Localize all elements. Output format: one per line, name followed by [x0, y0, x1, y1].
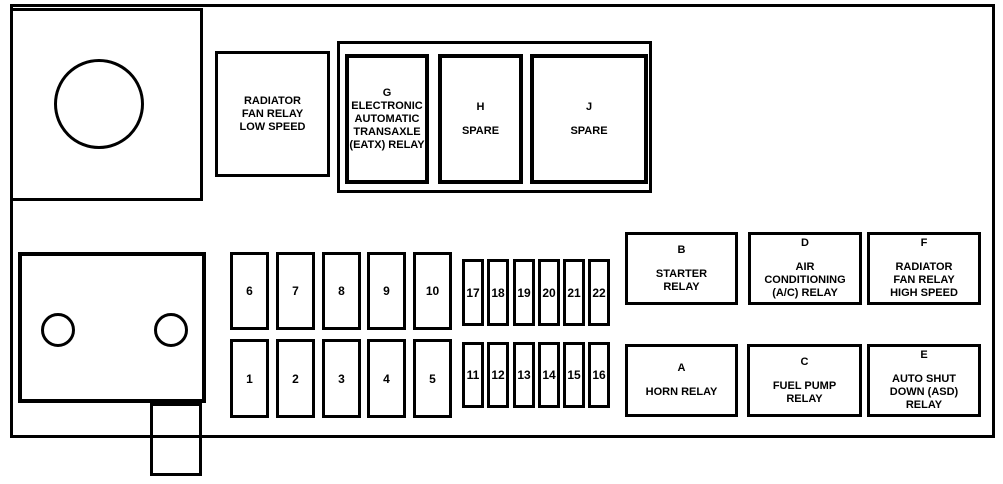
fuse-10-label: 10 [425, 284, 440, 298]
fuse-6: 6 [230, 252, 269, 330]
radiator-fan-relay-low-box: RADIATOR FAN RELAY LOW SPEED [215, 51, 330, 177]
fuse-16: 16 [588, 342, 610, 408]
relay-e-name: AUTO SHUT DOWN (ASD) RELAY [889, 373, 959, 411]
fuse-11: 11 [462, 342, 484, 408]
eatx-relay-group: G ELECTRONIC AUTOMATIC TRANSAXLE (EATX) … [337, 41, 652, 193]
fuse-12: 12 [487, 342, 509, 408]
fuse-13-label: 13 [517, 368, 531, 382]
relay-h-letter: H [476, 100, 485, 113]
fuse-14: 14 [538, 342, 560, 408]
relay-j-letter: J [585, 100, 593, 113]
relay-g-letter: G [382, 86, 392, 99]
hole-circle-left-icon [41, 313, 75, 347]
relay-a-name: HORN RELAY [645, 386, 718, 398]
relay-e-auto-shut-down-box: E AUTO SHUT DOWN (ASD) RELAY [867, 344, 981, 417]
relay-c-letter: C [800, 355, 809, 368]
fuse-22-label: 22 [592, 285, 606, 300]
fuse-18: 18 [487, 259, 509, 326]
fuse-12-label: 12 [491, 368, 505, 382]
relay-b-letter: B [677, 243, 686, 256]
bottom-tab [150, 403, 202, 476]
fuse-21-label: 21 [567, 285, 581, 300]
fuse-4-label: 4 [383, 371, 390, 386]
fuse-16-label: 16 [592, 368, 606, 382]
relay-f-name: RADIATOR FAN RELAY HIGH SPEED [890, 261, 958, 299]
relay-e-letter: E [920, 349, 928, 361]
relay-h-spare-box: H SPARE [438, 54, 523, 184]
fuse-1: 1 [230, 339, 269, 418]
relay-d-letter: D [801, 237, 809, 249]
fuse-3-label: 3 [338, 371, 345, 386]
fuse-13: 13 [513, 342, 535, 408]
relay-f-radiator-fan-high-box: F RADIATOR FAN RELAY HIGH SPEED [867, 232, 981, 305]
relay-a-letter: A [677, 362, 686, 374]
fuse-20-label: 20 [542, 285, 556, 300]
fuse-4: 4 [367, 339, 406, 418]
fuse-17: 17 [462, 259, 484, 326]
relay-g-eatx-box: G ELECTRONIC AUTOMATIC TRANSAXLE (EATX) … [345, 54, 429, 184]
connector-box [18, 252, 206, 403]
fuse-21: 21 [563, 259, 585, 326]
radiator-fan-relay-low-label: RADIATOR FAN RELAY LOW SPEED [239, 94, 306, 133]
relay-j-spare-box: J SPARE [530, 54, 648, 184]
fuse-5-label: 5 [429, 371, 436, 386]
fuse-20: 20 [538, 259, 560, 326]
fuse-8-label: 8 [338, 284, 345, 298]
relay-h-name: SPARE [461, 124, 500, 137]
fuse-8: 8 [322, 252, 361, 330]
relay-b-name: STARTER RELAY [655, 267, 708, 293]
fuse-15: 15 [563, 342, 585, 408]
hole-circle-right-icon [154, 313, 188, 347]
fuse-17-label: 17 [466, 285, 480, 300]
fuse-6-label: 6 [246, 284, 253, 298]
fuse-1-label: 1 [246, 371, 253, 386]
relay-a-horn-box: A HORN RELAY [625, 344, 738, 417]
relay-b-starter-box: B STARTER RELAY [625, 232, 738, 305]
fuse-10: 10 [413, 252, 452, 330]
fuse-7: 7 [276, 252, 315, 330]
relay-g-name: ELECTRONIC AUTOMATIC TRANSAXLE (EATX) RE… [349, 99, 425, 151]
top-left-component-box [10, 8, 203, 201]
fuse-9-label: 9 [383, 284, 390, 298]
relay-d-name: AIR CONDITIONING (A/C) RELAY [764, 261, 846, 299]
fuse-2-label: 2 [292, 371, 299, 386]
relay-c-name: FUEL PUMP RELAY [772, 379, 837, 405]
fuse-7-label: 7 [292, 284, 299, 298]
fuse-9: 9 [367, 252, 406, 330]
fuse-19: 19 [513, 259, 535, 326]
fuse-11-label: 11 [466, 368, 480, 382]
fuse-14-label: 14 [542, 368, 556, 382]
large-circle-icon [54, 59, 144, 149]
relay-f-letter: F [920, 237, 928, 249]
fuse-15-label: 15 [567, 368, 581, 382]
fuse-5: 5 [413, 339, 452, 418]
fuse-19-label: 19 [517, 285, 531, 300]
fuse-3: 3 [322, 339, 361, 418]
fuse-18-label: 18 [491, 285, 505, 300]
relay-d-air-conditioning-box: D AIR CONDITIONING (A/C) RELAY [748, 232, 862, 305]
fuse-2: 2 [276, 339, 315, 418]
fuse-22: 22 [588, 259, 610, 326]
relay-j-name: SPARE [570, 124, 608, 137]
relay-c-fuel-pump-box: C FUEL PUMP RELAY [747, 344, 862, 417]
main-outline [10, 4, 995, 438]
